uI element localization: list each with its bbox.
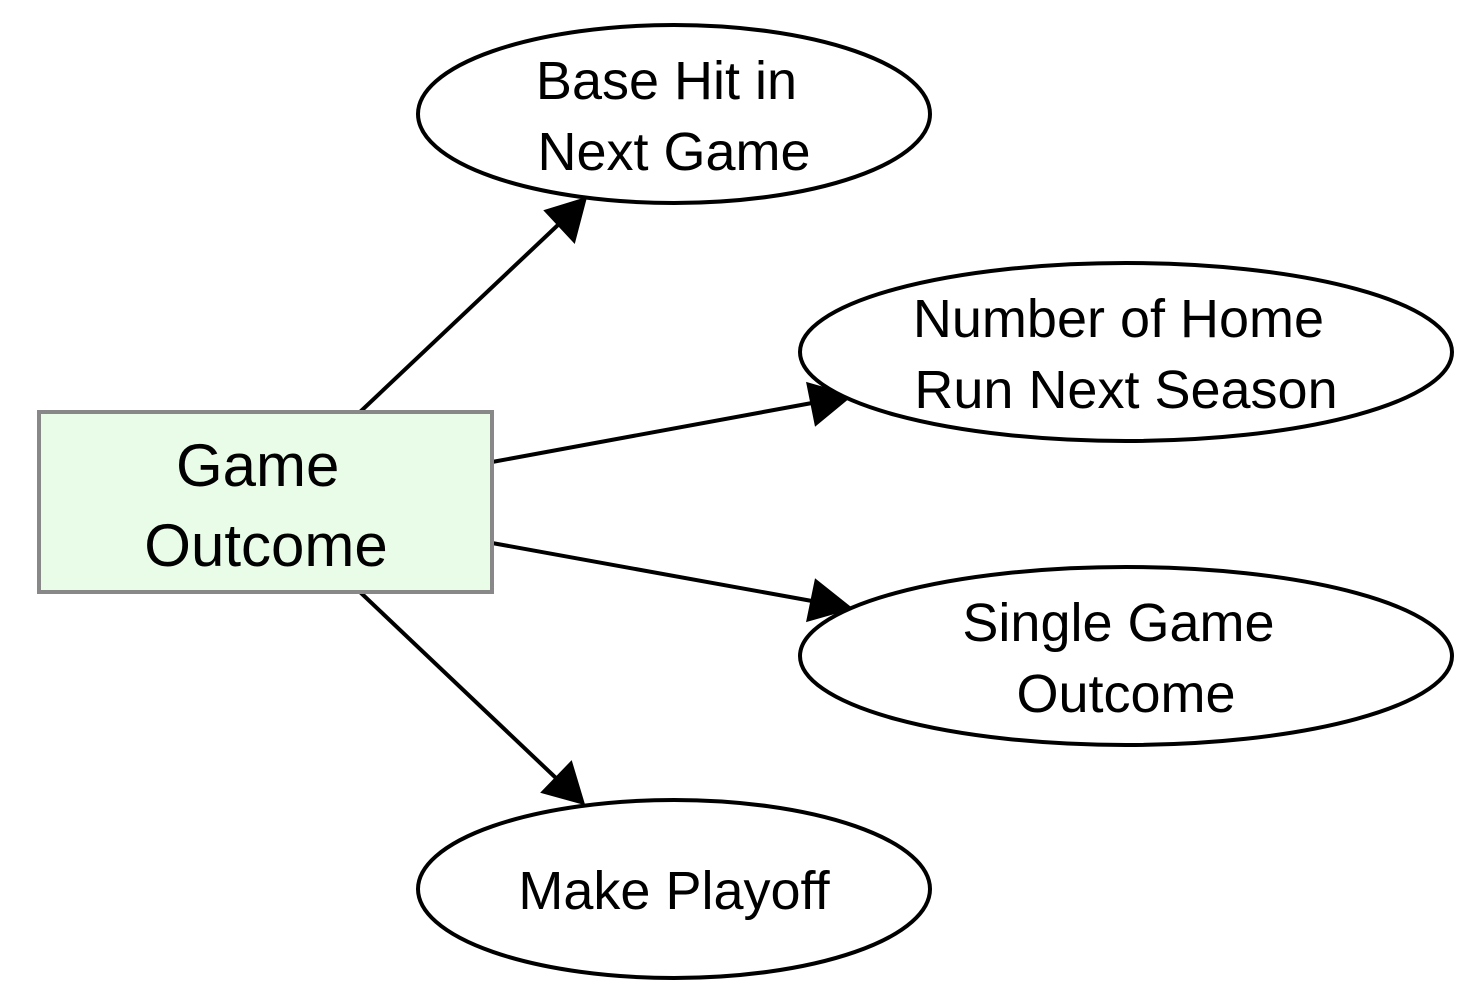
root-label: Game Outcome [144, 432, 387, 579]
edge-root-to-base-hit [358, 196, 588, 414]
edge-root-to-make-playoff [358, 590, 586, 806]
target-label: Number of Home Run Next Season [913, 289, 1339, 420]
target-label: Base Hit in Next Game [536, 51, 812, 182]
target-label: Make Playoff [518, 861, 830, 921]
edge-root-to-single-game [491, 541, 854, 623]
arrowhead [540, 760, 586, 806]
root-label-line: Game [176, 432, 339, 499]
target-label-line: Make Playoff [518, 861, 830, 921]
target-label-line: Run Next Season [914, 360, 1337, 420]
target-label-line: Next Game [537, 122, 810, 182]
root-label-line: Outcome [144, 512, 387, 579]
target-label-line: Single Game [962, 593, 1274, 653]
target-ellipse [798, 565, 1454, 747]
root-node: Game Outcome [37, 410, 494, 594]
target-label-line: Base Hit in [536, 51, 797, 111]
target-label: Single Game Outcome [962, 593, 1289, 724]
arrowhead [543, 196, 588, 245]
target-node-make-playoff: Make Playoff [416, 798, 932, 980]
target-label-line: Number of Home [913, 289, 1324, 349]
target-ellipse [416, 23, 932, 205]
target-node-base-hit: Base Hit in Next Game [416, 23, 932, 205]
target-label-line: Outcome [1016, 664, 1235, 724]
target-node-home-runs: Number of Home Run Next Season [798, 261, 1454, 443]
root-box [37, 410, 494, 594]
target-ellipse [416, 798, 932, 980]
target-node-single-game: Single Game Outcome [798, 565, 1454, 747]
edge-root-to-home-runs [491, 381, 854, 464]
arrowhead [806, 578, 854, 623]
target-ellipse [798, 261, 1454, 443]
